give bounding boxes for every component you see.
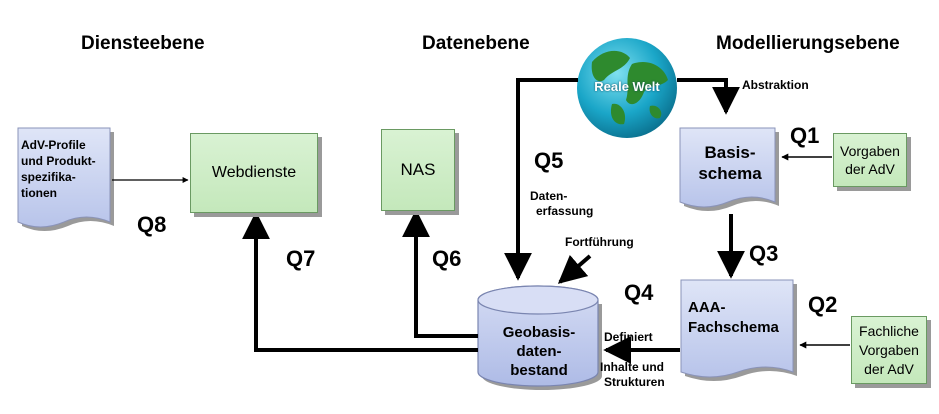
heading-datenebene: Datenebene bbox=[422, 33, 530, 54]
geobasis-cylinder bbox=[477, 285, 602, 390]
arrow-realewelt-basisschema bbox=[677, 78, 740, 115]
q5-label: Q5 bbox=[534, 148, 564, 173]
inhalte-line-1: Inhalte und bbox=[600, 360, 664, 374]
basis-schema-document bbox=[679, 127, 779, 211]
basis-schema-label: Basis- schema bbox=[690, 142, 770, 184]
aaa-fachschema-document bbox=[680, 279, 797, 381]
arrow-geobasis-nas bbox=[402, 209, 478, 338]
heading-diensteebene: Diensteebene bbox=[81, 33, 205, 54]
q2-label: Q2 bbox=[808, 292, 838, 317]
inhalte-line-2: Strukturen bbox=[604, 375, 665, 389]
fortfuehrung-label: Fortführung bbox=[565, 235, 634, 249]
abstraktion-label: Abstraktion bbox=[742, 78, 809, 92]
datenerfassung-line-2: erfassung bbox=[536, 204, 594, 218]
datenerfassung-line-1: Daten- bbox=[530, 189, 568, 203]
aaa-fachschema-line-2: Fachschema bbox=[688, 319, 779, 336]
fachliche-vorgaben-box: Fachliche Vorgaben der AdV bbox=[851, 316, 927, 384]
datenerfassung-label: Daten- erfassung bbox=[530, 189, 593, 219]
q6-label: Q6 bbox=[432, 246, 462, 271]
arrow-fortfuehrung bbox=[557, 254, 592, 284]
adv-profile-line-3: spezifika- bbox=[21, 170, 76, 184]
webdienste-box: Webdienste bbox=[190, 133, 318, 213]
geobasis-line-3: bestand bbox=[510, 362, 568, 379]
q1-label: Q1 bbox=[790, 123, 820, 148]
arrow-geobasis-webdienste bbox=[242, 211, 478, 352]
fachliche-vorgaben-line-3: der AdV bbox=[864, 360, 914, 377]
nas-box: NAS bbox=[381, 129, 455, 211]
definiert-label: Definiert bbox=[604, 330, 653, 344]
fachliche-vorgaben-line-2: Vorgaben bbox=[859, 341, 919, 358]
nas-label: NAS bbox=[400, 160, 436, 179]
adv-profile-line-4: tionen bbox=[21, 186, 57, 200]
adv-profile-line-2: und Produkt- bbox=[21, 154, 96, 168]
reale-welt-globe bbox=[577, 38, 677, 138]
adv-profile-line-1: AdV-Profile bbox=[21, 138, 86, 152]
q7-label: Q7 bbox=[286, 246, 316, 271]
basis-schema-line-2: schema bbox=[698, 164, 762, 183]
vorgaben-adv-line-1: Vorgaben bbox=[840, 143, 900, 159]
basis-schema-line-1: Basis- bbox=[704, 143, 756, 162]
inhalte-strukturen-label: Inhalte und Strukturen bbox=[600, 360, 665, 390]
reale-welt-label: Reale Welt bbox=[594, 79, 660, 94]
aaa-fachschema-label: AAA- Fachschema bbox=[688, 298, 793, 338]
vorgaben-adv-box: Vorgaben der AdV bbox=[833, 133, 907, 187]
arrow-realewelt-geobasis bbox=[504, 78, 578, 281]
geobasis-line-2: daten- bbox=[516, 343, 562, 360]
q4-label: Q4 bbox=[624, 280, 654, 305]
adv-profile-label: AdV-Profile und Produkt- spezifika- tion… bbox=[21, 137, 111, 201]
q8-label: Q8 bbox=[137, 212, 167, 237]
vorgaben-adv-line-2: der AdV bbox=[845, 161, 895, 177]
geobasis-line-1: Geobasis- bbox=[502, 324, 576, 341]
geobasis-label: Geobasis- daten- bestand bbox=[480, 323, 598, 380]
aaa-fachschema-line-1: AAA- bbox=[688, 299, 726, 316]
webdienste-label: Webdienste bbox=[211, 164, 297, 181]
adv-profile-document bbox=[17, 127, 114, 231]
fachliche-vorgaben-line-1: Fachliche bbox=[859, 322, 919, 339]
heading-modellierungsebene: Modellierungsebene bbox=[716, 33, 900, 54]
q3-label: Q3 bbox=[749, 241, 779, 266]
